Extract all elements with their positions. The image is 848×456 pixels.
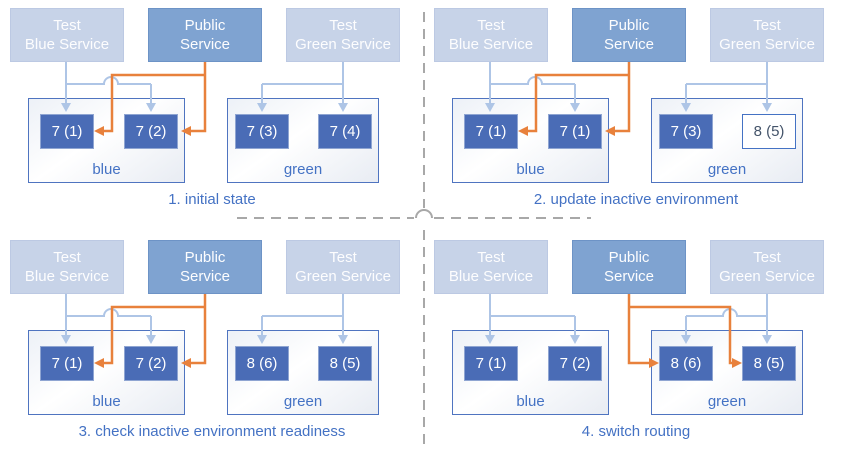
service-label: Test	[753, 249, 781, 266]
service-label: Public	[184, 17, 226, 34]
service-label: Service	[603, 36, 655, 53]
service-label: Service	[179, 268, 231, 285]
service-label: Blue Service	[448, 268, 534, 285]
pod-box: 7 (3)	[659, 114, 713, 149]
pod-box: 7 (1)	[548, 114, 602, 149]
test-blue-service-box: Test Blue Service	[434, 8, 548, 62]
test-route-arrowheads	[61, 103, 348, 112]
test-blue-service-box: Test Blue Service	[434, 240, 548, 294]
panel-caption: 4. switch routing	[581, 423, 691, 440]
connector-wires	[485, 62, 772, 136]
public-service-box: Public Service	[148, 240, 262, 294]
service-label: Public	[184, 249, 226, 266]
panel-4-switch-routing: Test Blue Service Public Service Test Gr…	[424, 232, 848, 456]
pod-box: 7 (1)	[40, 114, 94, 149]
public-route-lines	[528, 62, 631, 133]
panel-1-initial-state: Test Blue Service Public Service Test Gr…	[0, 0, 424, 228]
environment-label: green	[283, 393, 323, 410]
environment-label: blue	[516, 161, 545, 178]
service-label: Blue Service	[24, 36, 110, 53]
service-label: Test	[477, 249, 505, 266]
test-blue-service-box: Test Blue Service	[10, 8, 124, 62]
public-route-lines	[104, 62, 207, 133]
service-label: Green Service	[719, 268, 815, 285]
public-route-lines	[104, 294, 207, 365]
pod-box: 7 (2)	[124, 346, 178, 381]
test-green-service-box: Test Green Service	[286, 240, 400, 294]
public-route-arrowheads	[649, 358, 742, 368]
public-route-lines	[627, 294, 732, 365]
public-service-box: Public Service	[572, 8, 686, 62]
service-label: Green Service	[719, 36, 815, 53]
environment-label: green	[707, 393, 747, 410]
pod-box: 7 (1)	[464, 114, 518, 149]
test-green-service-box: Test Green Service	[286, 8, 400, 62]
pod-box: 8 (6)	[659, 346, 713, 381]
panel-3-check-inactive-environment-readiness: Test Blue Service Public Service Test Gr…	[0, 232, 424, 456]
service-label: Blue Service	[24, 268, 110, 285]
public-route-arrowheads	[94, 126, 191, 136]
service-label: Green Service	[295, 268, 391, 285]
pod-box: 8 (5)	[742, 346, 796, 381]
test-green-service-box: Test Green Service	[710, 8, 824, 62]
pod-box: 7 (2)	[124, 114, 178, 149]
public-route-arrowheads	[518, 126, 615, 136]
pod-box: 8 (5)	[318, 346, 372, 381]
service-label: Test	[53, 17, 81, 34]
pod-box: 7 (2)	[548, 346, 602, 381]
pod-box: 7 (3)	[235, 114, 289, 149]
connector-wires	[61, 62, 348, 136]
environment-label: blue	[516, 393, 545, 410]
service-label: Test	[329, 249, 357, 266]
service-label: Test	[753, 17, 781, 34]
connector-wires	[61, 294, 348, 368]
environment-label: green	[707, 161, 747, 178]
test-route-arrowheads	[485, 103, 772, 112]
panel-caption: 3. check inactive environment readiness	[78, 423, 346, 440]
environment-label: green	[283, 161, 323, 178]
panel-2-update-inactive-environment: Test Blue Service Public Service Test Gr…	[424, 0, 848, 228]
pod-box: 7 (1)	[464, 346, 518, 381]
public-route-arrowheads	[94, 358, 191, 368]
public-service-box: Public Service	[148, 8, 262, 62]
service-label: Green Service	[295, 36, 391, 53]
connector-wires	[485, 294, 772, 368]
service-label: Public	[608, 249, 650, 266]
panel-caption: 2. update inactive environment	[533, 191, 739, 208]
service-label: Blue Service	[448, 36, 534, 53]
service-label: Test	[329, 17, 357, 34]
test-route-arrowheads	[61, 335, 348, 344]
test-blue-service-box: Test Blue Service	[10, 240, 124, 294]
pod-box: 8 (6)	[235, 346, 289, 381]
environment-label: blue	[92, 161, 121, 178]
service-label: Public	[608, 17, 650, 34]
test-route-arrowheads	[485, 335, 772, 344]
public-service-box: Public Service	[572, 240, 686, 294]
service-label: Service	[603, 268, 655, 285]
service-label: Test	[477, 17, 505, 34]
pod-box: 7 (1)	[40, 346, 94, 381]
environment-label: blue	[92, 393, 121, 410]
service-label: Test	[53, 249, 81, 266]
pod-box-updating: 8 (5)	[742, 114, 796, 149]
panel-caption: 1. initial state	[168, 191, 256, 208]
test-green-service-box: Test Green Service	[710, 240, 824, 294]
service-label: Service	[179, 36, 231, 53]
pod-box: 7 (4)	[318, 114, 372, 149]
